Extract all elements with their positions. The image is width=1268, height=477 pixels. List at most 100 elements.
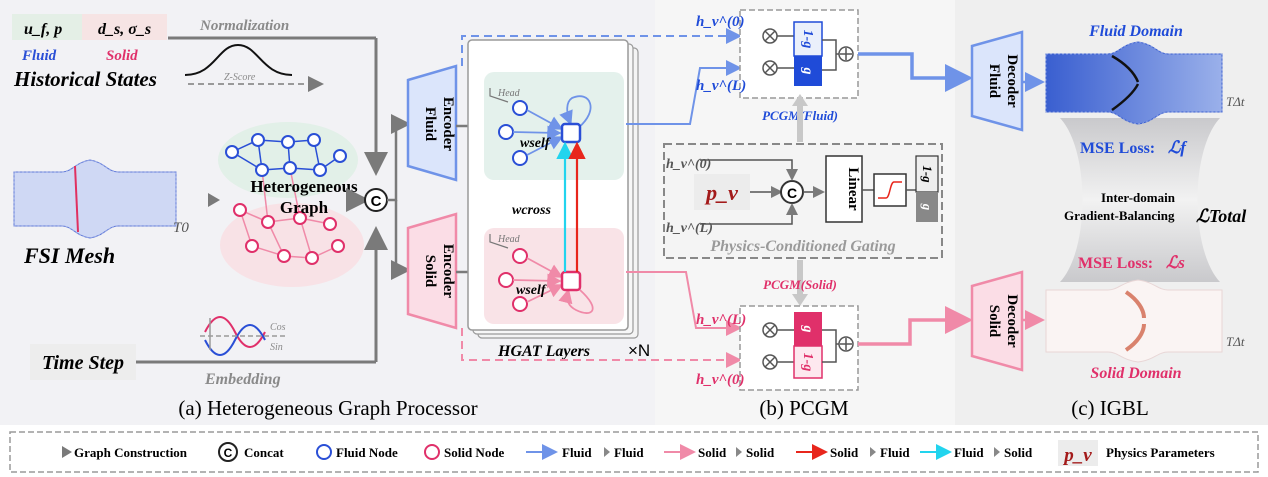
pcgm-solid-g: g — [800, 325, 815, 333]
legend-physics: Physics Parameters — [1106, 445, 1215, 460]
solid-encoder-label-1: Solid — [422, 255, 438, 288]
solid-hgat-out — [626, 271, 742, 336]
pcgm-fluid-h0: h_v^(0) — [696, 14, 745, 30]
fluid-vars: u_f, p — [24, 21, 62, 38]
pcgm-fluid-hL: h_v^(L) — [696, 78, 746, 94]
zscore-label: Z-Score — [224, 72, 256, 83]
legend-solid-node: Solid Node — [444, 445, 505, 460]
time-step-label: Time Step — [42, 352, 124, 374]
solid-attention-block — [498, 248, 594, 314]
hgat-layers-stack — [467, 39, 639, 339]
wcross-label: wcross — [512, 203, 551, 218]
zscore-curve — [184, 43, 293, 76]
solid-encoder-label-2: Encoder — [440, 244, 456, 299]
panel-c-caption: (c) IGBL — [1071, 396, 1149, 420]
pcgm-solid-title: PCGM(Solid) — [763, 277, 837, 292]
hetero-graph-label-1: Heterogeneous — [250, 177, 358, 196]
historical-states-label: Historical States — [13, 67, 157, 91]
gating-1mg: 1-g — [920, 165, 935, 183]
fluid-head-label: Head — [497, 88, 521, 99]
gating-to-fluid-arrowhead — [792, 94, 808, 106]
pcgm-solid-1mg: 1-g — [800, 353, 815, 372]
pcgm-fluid-block — [739, 9, 859, 99]
legend-concat-symbol: C — [224, 446, 233, 460]
mse-fluid-symbol: ℒf — [1168, 138, 1188, 157]
solid-tdt-label: TΔt — [1226, 334, 1245, 349]
mesh-arrowhead — [208, 193, 220, 207]
loss-balance-band — [1060, 118, 1220, 282]
legend-sf-a: Solid — [830, 445, 859, 460]
solid-head-label: Head — [497, 234, 521, 245]
concat-symbol: C — [371, 193, 382, 210]
legend-sf-b: Fluid — [880, 445, 910, 460]
fluid-domain-mesh — [1045, 41, 1223, 125]
legend-fluid-node: Fluid Node — [336, 445, 398, 460]
solid-wself-label: wself — [516, 283, 547, 298]
legend-concat: Concat — [244, 445, 284, 460]
fluid-hgat-out — [626, 60, 742, 125]
pcgm-solid-to-decoder — [858, 306, 973, 346]
gating-h0: h_v^(0) — [666, 157, 711, 172]
sin-cos-icon — [200, 316, 285, 356]
gating-pv: p_v — [704, 180, 738, 205]
fluid-decoder-label-1: Fluid — [986, 64, 1002, 99]
concat-to-fluid-encoder — [387, 114, 411, 202]
balance-label-1: Inter-domain — [1101, 190, 1176, 205]
solid-encoder — [406, 212, 458, 330]
solid-head-marker — [489, 234, 509, 249]
legend-ss-a: Solid — [698, 445, 727, 460]
fluid-decoder-label-2: Decoder — [1004, 54, 1020, 108]
pcgm-fluid-g: g — [800, 67, 815, 75]
solid-label: Solid — [106, 48, 138, 64]
mse-solid-label: MSE Loss: — [1078, 255, 1153, 272]
legend-ff-b: Fluid — [614, 445, 644, 460]
t0-label: T0 — [173, 220, 189, 236]
cos-label: Cos — [270, 322, 286, 333]
balance-label-2: Gradient-Balancing — [1064, 208, 1175, 223]
fluid-attention-block — [498, 95, 592, 166]
legend-ff-a: Fluid — [562, 445, 592, 460]
time-step-box — [30, 344, 136, 380]
times-n-label: ×N — [628, 341, 650, 360]
fluid-encoder — [406, 64, 458, 182]
historical-states-block: u_f, p d_s, σ_s Fluid Solid Historical S… — [12, 14, 167, 91]
solid-skip-connection — [461, 328, 742, 368]
gating-to-solid-arrowhead — [792, 294, 808, 306]
pcgm-solid-block — [739, 305, 859, 391]
pcgm-solid-hL: h_v^(L) — [696, 312, 746, 328]
legend — [9, 431, 1259, 473]
fluid-encoder-label-2: Encoder — [440, 97, 456, 152]
legend-graph-construction: Graph Construction — [74, 445, 188, 460]
mse-fluid-label: MSE Loss: — [1080, 140, 1155, 157]
legend-fs-b: Solid — [1004, 445, 1033, 460]
fluid-tdt-label: TΔt — [1226, 94, 1245, 109]
fluid-wself-label: wself — [520, 136, 551, 151]
hetero-graph-label-2: Graph — [280, 198, 329, 217]
pcgm-solid-h0: h_v^(0) — [696, 372, 745, 388]
solid-decoder-label-2: Decoder — [1004, 294, 1020, 348]
legend-fs-a: Fluid — [954, 445, 984, 460]
panel-b-caption: (b) PCGM — [759, 396, 849, 420]
pcgm-fluid-to-decoder — [858, 52, 973, 92]
legend-ss-b: Solid — [746, 445, 775, 460]
fluid-label: Fluid — [21, 48, 57, 64]
gating-linear-label: Linear — [845, 167, 861, 211]
fluid-domain-label: Fluid Domain — [1088, 23, 1183, 40]
fsi-mesh-thumbnail — [13, 159, 177, 239]
pcgm-fluid-1mg: 1-g — [800, 30, 815, 49]
gating-concat-symbol: C — [787, 185, 797, 201]
fluid-skip-connection — [461, 28, 742, 66]
gating-title: Physics-Conditioned Gating — [709, 238, 895, 255]
sin-label: Sin — [270, 342, 283, 353]
mse-solid-symbol: ℒs — [1166, 253, 1185, 272]
normalization-label: Normalization — [199, 18, 289, 34]
gating-g: g — [920, 203, 935, 211]
panel-a-caption: (a) Heterogeneous Graph Processor — [178, 396, 477, 420]
solid-domain-mesh — [1045, 279, 1223, 363]
hgat-layers-label: HGAT Layers — [497, 343, 590, 360]
legend-pv: p_v — [1062, 445, 1092, 466]
total-loss-symbol: ℒTotal — [1196, 206, 1246, 226]
fluid-decoder — [970, 30, 1024, 132]
